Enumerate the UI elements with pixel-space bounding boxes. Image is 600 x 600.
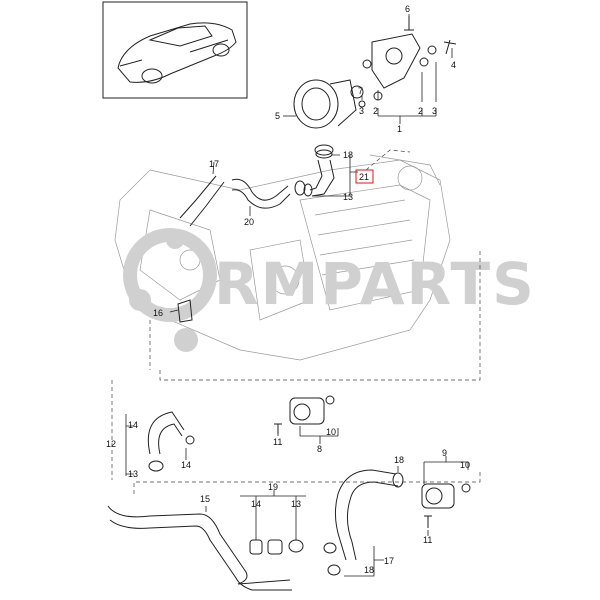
- mounting-bolts: [358, 16, 457, 108]
- callout-10-right: 10: [460, 460, 470, 470]
- hose-15: [107, 505, 292, 591]
- callout-18-lower: 18: [364, 565, 374, 575]
- callout-6: 6: [405, 4, 410, 14]
- callout-18-right: 18: [394, 455, 404, 465]
- callout-3-right: 3: [432, 106, 437, 116]
- highlight-box: [355, 169, 374, 184]
- callout-2: 2: [373, 106, 378, 116]
- callout-13-upper: 13: [343, 192, 353, 202]
- watermark-text: RMPARTS: [214, 250, 536, 318]
- car-thumbnail: [102, 1, 248, 99]
- callout-18-upper: 18: [343, 150, 353, 160]
- valve-8: [274, 395, 335, 434]
- callout-14-left: 14: [128, 420, 138, 430]
- callout-11-right: 11: [423, 535, 432, 545]
- callout-17-lower: 17: [384, 556, 394, 566]
- callout-20: 20: [244, 217, 254, 227]
- callout-1: 1: [397, 124, 402, 134]
- callout-16: 16: [153, 308, 163, 318]
- clamp-18-upper: [314, 144, 334, 156]
- hose-group-12: [147, 411, 195, 472]
- callout-15: 15: [200, 494, 210, 504]
- callout-2-right: 2: [418, 106, 423, 116]
- callout-11-left: 11: [273, 437, 282, 447]
- hose-17-upper: [179, 175, 225, 227]
- engine-block: [114, 154, 451, 361]
- callout-14-mid: 14: [181, 460, 191, 470]
- clamp-13-upper: [294, 180, 306, 196]
- valve-9: [421, 483, 471, 528]
- hose-21-elbow: [303, 149, 335, 197]
- callout-19: 19: [268, 482, 278, 492]
- callout-7: 7: [358, 86, 363, 96]
- callout-10-left: 10: [326, 427, 336, 437]
- callout-5: 5: [275, 111, 280, 121]
- callout-8: 8: [317, 444, 322, 454]
- callout-3: 3: [359, 106, 364, 116]
- callout-13-left: 13: [128, 469, 138, 479]
- hose-17-lower: [327, 469, 404, 576]
- bracket: [371, 33, 421, 89]
- leader-lines: [125, 14, 469, 577]
- callout-9: 9: [442, 448, 447, 458]
- bracket-16: [177, 299, 193, 323]
- callout-17-upper: 17: [209, 159, 219, 169]
- routing-lines: [111, 149, 481, 494]
- callout-4: 4: [451, 60, 456, 70]
- hose-20: [231, 178, 291, 209]
- callout-12: 12: [106, 439, 116, 449]
- watermark-gear-icon: [123, 228, 217, 352]
- connector-set-19: [249, 539, 337, 555]
- callout-13-lower: 13: [291, 499, 301, 509]
- callout-labels: 6 4 7 3 2 2 3 1 5 18 21 13 17 20 16 14 1…: [106, 4, 470, 575]
- secondary-air-pump: [293, 79, 364, 129]
- callout-21: 21: [359, 172, 369, 182]
- callout-14-lower: 14: [251, 499, 261, 509]
